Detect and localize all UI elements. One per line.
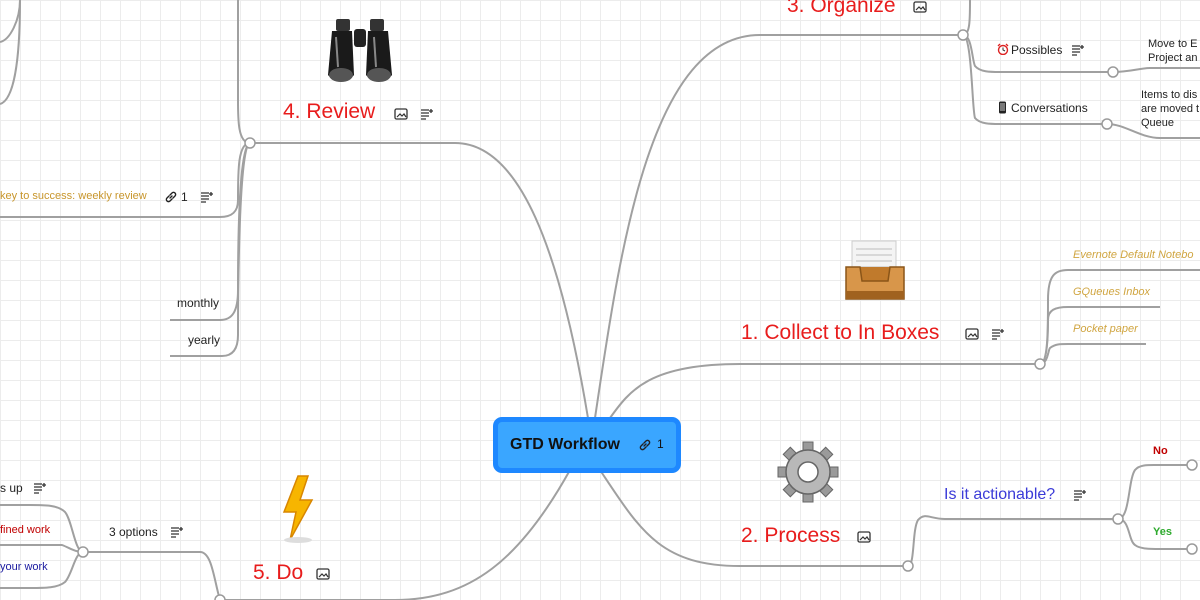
alarm-clock-icon (997, 43, 1009, 55)
image-icon[interactable] (857, 530, 871, 544)
link-count: 1 (657, 437, 664, 451)
review-weekly-link-count: 1 (181, 190, 188, 204)
review-weekly-label[interactable]: key to success: weekly review (0, 190, 147, 202)
central-topic-title: GTD Workflow (510, 436, 620, 453)
branch-title-collect[interactable]: 1. Collect to In Boxes (741, 321, 940, 344)
inbox-tray-icon (845, 240, 905, 300)
note-icon[interactable] (33, 481, 47, 495)
organize-conversations-note: Items to dis are moved t Queue (1141, 89, 1200, 129)
do-option-1[interactable]: s up (0, 481, 23, 495)
do-option-3[interactable]: your work (0, 561, 48, 573)
note-icon[interactable] (200, 190, 214, 204)
organize-possibles[interactable]: Possibles (1011, 43, 1063, 57)
note-icon[interactable] (170, 525, 184, 539)
image-icon[interactable] (965, 327, 979, 341)
branch-title-process[interactable]: 2. Process (741, 524, 841, 547)
link-icon[interactable] (638, 438, 652, 452)
organize-conversations[interactable]: Conversations (1011, 101, 1088, 115)
gear-icon (777, 441, 839, 503)
note-icon[interactable] (991, 327, 1005, 341)
process-question[interactable]: Is it actionable? (944, 486, 1056, 503)
process-answer-yes[interactable]: Yes (1153, 526, 1172, 538)
collect-evernote[interactable]: Evernote Default Notebo (1073, 249, 1194, 261)
collect-pocket-paper[interactable]: Pocket paper (1073, 323, 1138, 335)
collect-gqueues[interactable]: GQueues Inbox (1073, 286, 1151, 298)
branch-title-do[interactable]: 5. Do (253, 561, 304, 584)
image-icon[interactable] (394, 107, 408, 121)
process-answer-no[interactable]: No (1153, 445, 1168, 457)
link-icon[interactable] (164, 190, 178, 204)
binoculars-icon (328, 19, 392, 82)
branch-title-review[interactable]: 4. Review (283, 100, 376, 123)
organize-possibles-note: Move to E Project an (1148, 38, 1198, 64)
image-icon[interactable] (316, 567, 330, 581)
lightning-bolt-icon (282, 475, 314, 543)
image-icon[interactable] (913, 0, 927, 14)
review-yearly[interactable]: yearly (188, 333, 221, 347)
do-option-2[interactable]: fined work (0, 524, 51, 536)
note-icon[interactable] (420, 107, 434, 121)
branch-title-organize[interactable]: 3. Organize (787, 0, 896, 17)
note-icon[interactable] (1071, 43, 1085, 57)
do-three-options[interactable]: 3 options (109, 525, 158, 539)
note-icon[interactable] (1073, 488, 1087, 502)
central-topic[interactable]: GTD Workflow 1 (493, 417, 681, 473)
phone-icon (999, 101, 1006, 114)
review-monthly[interactable]: monthly (177, 296, 220, 310)
